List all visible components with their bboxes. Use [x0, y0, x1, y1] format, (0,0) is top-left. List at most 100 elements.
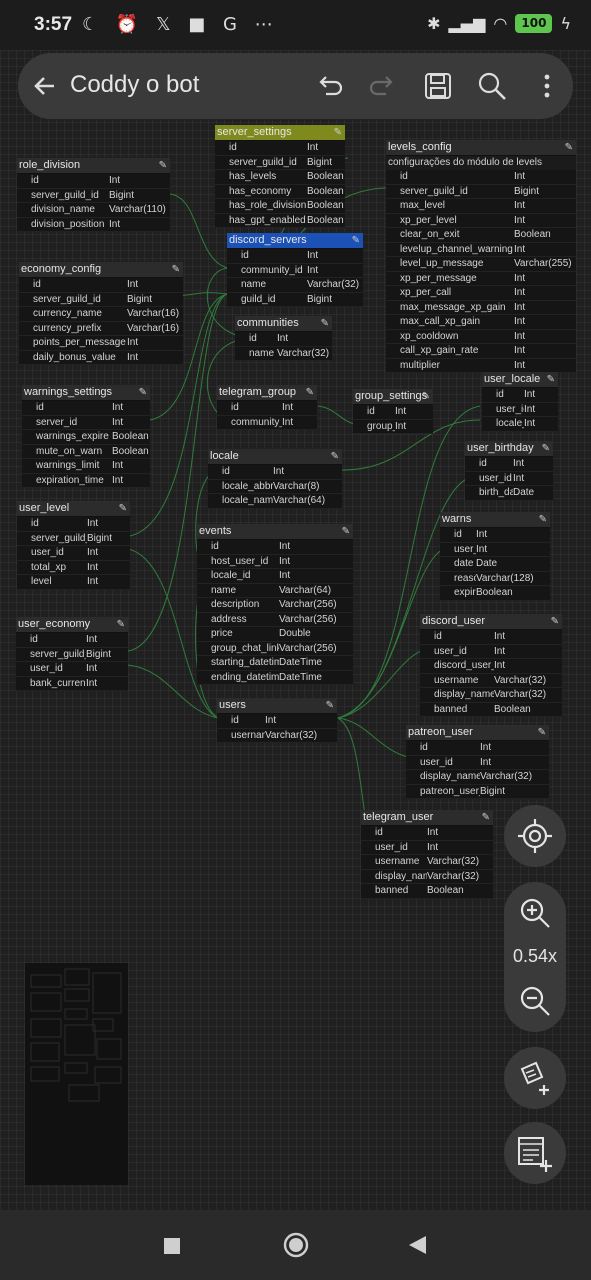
table-header[interactable]: events✎: [197, 524, 353, 540]
add-table-button[interactable]: [504, 1122, 566, 1184]
minimap[interactable]: [25, 963, 128, 1185]
table-header[interactable]: warns✎: [440, 512, 550, 528]
table-header[interactable]: warnings_settings✎: [22, 385, 150, 401]
locate-button[interactable]: [504, 805, 566, 867]
edit-icon[interactable]: ✎: [171, 264, 180, 275]
zoom-in-icon[interactable]: [516, 894, 554, 932]
edit-icon[interactable]: ✎: [421, 391, 430, 402]
table-header[interactable]: economy_config✎: [19, 262, 183, 278]
edit-icon[interactable]: ✎: [305, 387, 314, 398]
table-header[interactable]: group_settings✎: [353, 389, 433, 405]
table-user-level[interactable]: user_level✎idIntserver_guild_idBigintuse…: [17, 501, 130, 590]
edit-icon[interactable]: ✎: [320, 318, 329, 329]
table-header[interactable]: discord_servers✎: [227, 233, 363, 249]
recents-icon[interactable]: [162, 1236, 182, 1260]
table-user-economy[interactable]: user_economy✎idIntserver_guild_idBigintu…: [16, 617, 128, 691]
table-header[interactable]: telegram_group✎: [217, 385, 317, 401]
table-header[interactable]: discord_user✎: [420, 614, 562, 630]
redo-icon[interactable]: [366, 69, 400, 103]
edit-icon[interactable]: ✎: [330, 451, 339, 462]
edit-icon[interactable]: ✎: [333, 127, 342, 138]
edit-icon[interactable]: ✎: [138, 387, 147, 398]
diagram-title[interactable]: Coddy o bot: [70, 71, 200, 98]
table-header[interactable]: user_level✎: [17, 501, 130, 517]
edit-icon[interactable]: ✎: [564, 142, 573, 153]
table-row[interactable]: expiredBoolean: [440, 586, 550, 601]
table-header[interactable]: user_locale✎: [482, 372, 558, 388]
table-row[interactable]: reasonVarchar(128): [440, 571, 550, 586]
edit-icon[interactable]: ✎: [118, 503, 127, 514]
more-options-icon[interactable]: [530, 69, 564, 103]
undo-icon[interactable]: [312, 69, 346, 103]
zoom-out-icon[interactable]: [516, 982, 554, 1020]
table-header[interactable]: user_birthday✎: [465, 441, 553, 457]
table-row[interactable]: bank_currencyInt: [16, 676, 128, 691]
edit-icon[interactable]: ✎: [481, 812, 490, 823]
table-header[interactable]: locale✎: [208, 449, 342, 465]
home-icon[interactable]: [282, 1231, 310, 1263]
edit-icon[interactable]: ✎: [351, 235, 360, 246]
table-user-birthday[interactable]: user_birthday✎idIntuser_idIntbirth_dateD…: [465, 441, 553, 501]
